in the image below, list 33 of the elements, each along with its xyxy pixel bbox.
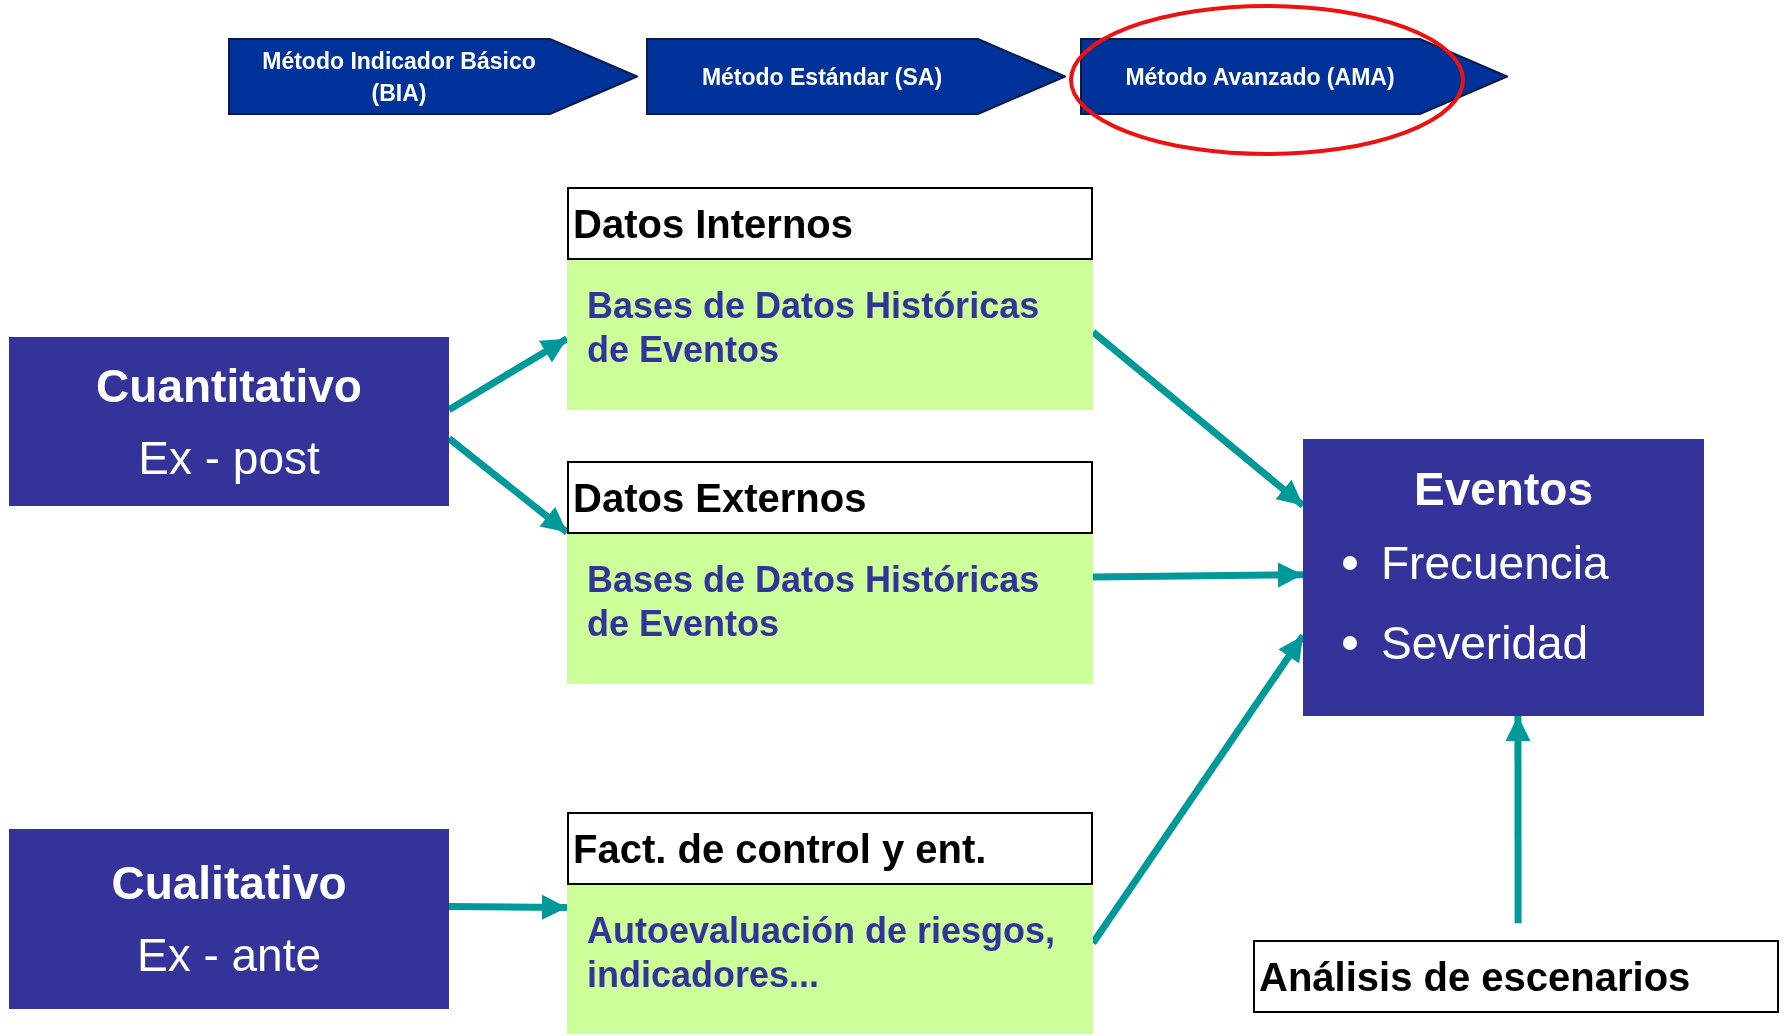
chevron-step: [228, 38, 638, 115]
box-title: Cualitativo: [111, 857, 347, 909]
box-title: Datos Internos: [573, 200, 854, 247]
chevron-step: [646, 38, 1066, 115]
data-source-box: [567, 187, 1093, 410]
outline-box: [1253, 940, 1779, 1013]
result-box: [1303, 439, 1704, 716]
box-title: Cuantitativo: [96, 359, 362, 412]
box-description: Autoevaluación de riesgos, indicadores...: [587, 909, 1057, 997]
chevron-step: [1080, 38, 1508, 115]
box-title: Eventos: [1413, 463, 1594, 515]
category-box: [9, 337, 449, 506]
arrow: [1090, 633, 1306, 945]
arrow: [448, 894, 568, 920]
arrow: [446, 435, 570, 536]
box-description: Bases de Datos Históricas de Eventos: [587, 558, 1041, 646]
category-box: [9, 829, 449, 1009]
box-subtitle: Ex - post: [138, 431, 320, 484]
box-title: Análisis de escenarios: [1259, 953, 1691, 1000]
bullet-item: Severidad: [1381, 616, 1589, 671]
box-description: Bases de Datos Históricas de Eventos: [587, 284, 1041, 372]
box-title: Datos Externos: [573, 474, 867, 521]
arrow: [1090, 329, 1306, 509]
box-title: Fact. de control y ent.: [573, 825, 987, 872]
bullet-item: Frecuencia: [1381, 536, 1609, 591]
step-label: Método Indicador Básico (BIA): [261, 46, 537, 108]
arrow: [1505, 716, 1531, 924]
step-label: Método Estándar (SA): [700, 62, 944, 92]
step-label: Método Avanzado (AMA): [1124, 62, 1396, 92]
data-source-box: [567, 812, 1093, 1034]
box-subtitle: Ex - ante: [136, 929, 322, 981]
arrow: [1092, 562, 1304, 588]
data-source-box: [567, 461, 1093, 684]
